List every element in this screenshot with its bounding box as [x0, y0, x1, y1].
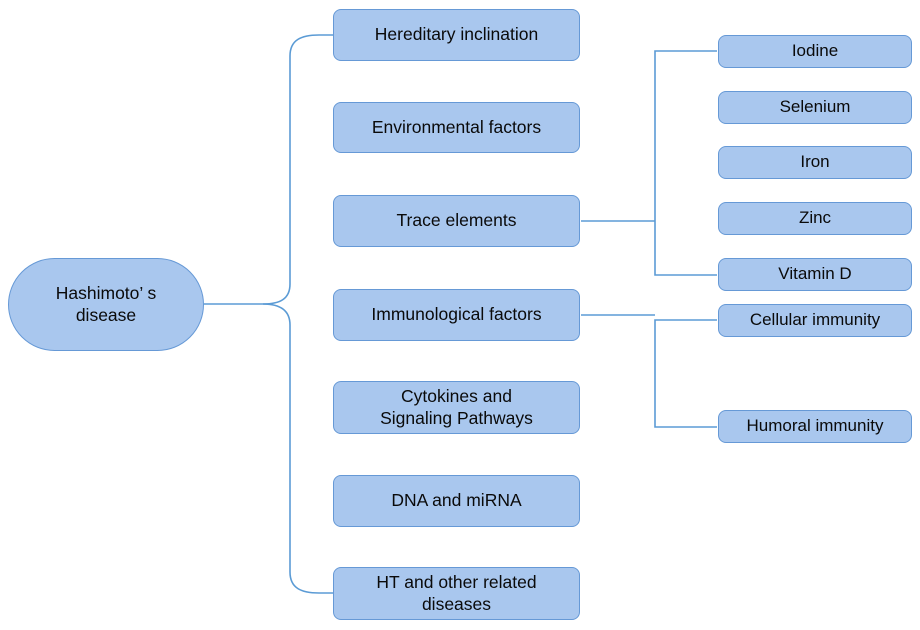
- node-selenium: Selenium: [718, 91, 912, 124]
- trace-bracket: [654, 50, 717, 276]
- node-hashimotos-disease: Hashimoto’ s disease: [8, 258, 204, 351]
- node-iron: Iron: [718, 146, 912, 179]
- node-vitamin-d: Vitamin D: [718, 258, 912, 291]
- immuno-bracket: [654, 319, 717, 428]
- root-brace-bottom: [262, 303, 333, 594]
- node-iodine: Iodine: [718, 35, 912, 68]
- node-environmental-factors: Environmental factors: [333, 102, 580, 153]
- node-hereditary-inclination: Hereditary inclination: [333, 9, 580, 61]
- node-zinc: Zinc: [718, 202, 912, 235]
- node-trace-elements: Trace elements: [333, 195, 580, 247]
- node-cellular-immunity: Cellular immunity: [718, 304, 912, 337]
- node-humoral-immunity: Humoral immunity: [718, 410, 912, 443]
- root-brace-top: [262, 34, 333, 305]
- node-dna-and-mirna: DNA and miRNA: [333, 475, 580, 527]
- node-ht-related-diseases: HT and other related diseases: [333, 567, 580, 620]
- node-immunological-factors: Immunological factors: [333, 289, 580, 341]
- node-cytokines-signaling-pathways: Cytokines and Signaling Pathways: [333, 381, 580, 434]
